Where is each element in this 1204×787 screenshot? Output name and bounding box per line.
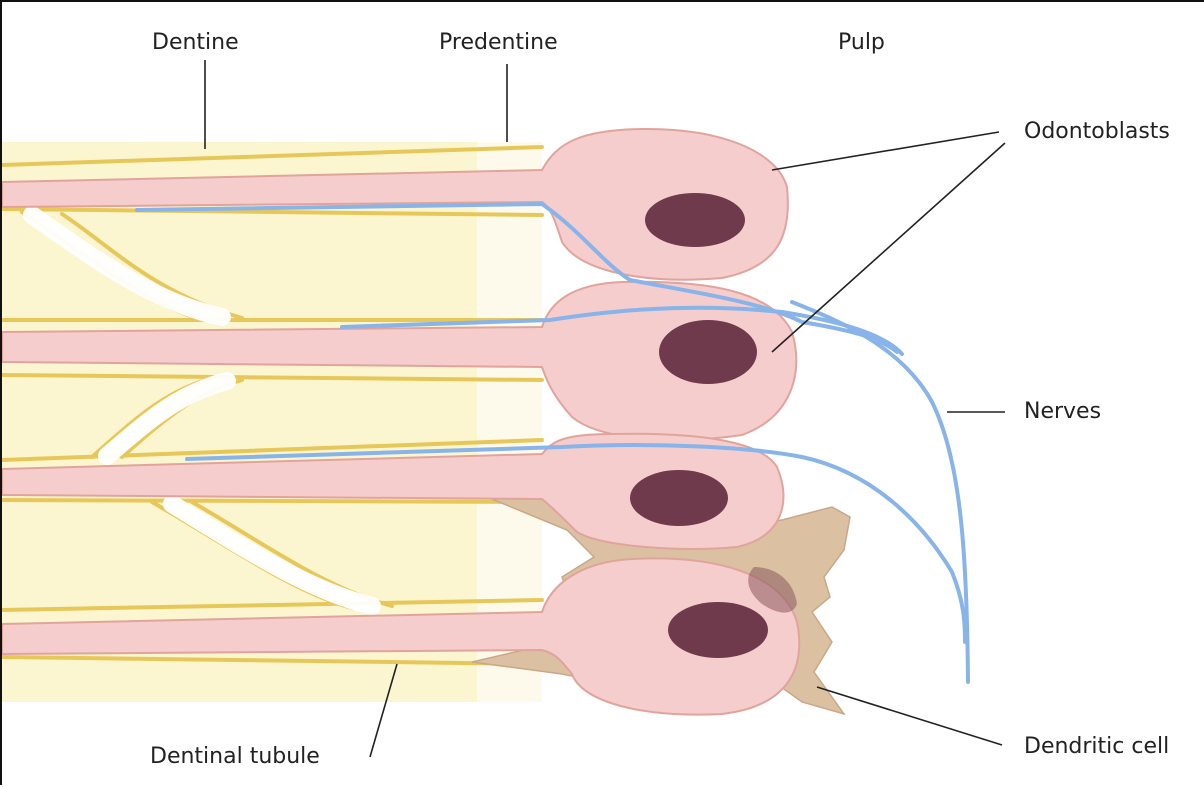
nucleus <box>645 193 745 247</box>
label-nerves: Nerves <box>1024 401 1101 423</box>
label-odontoblasts: Odontoblasts <box>1024 121 1170 143</box>
leader-odontoblast-2 <box>772 143 1005 352</box>
nucleus <box>659 320 757 384</box>
label-pulp: Pulp <box>838 32 885 54</box>
tubule-wall <box>2 500 542 502</box>
nucleus <box>668 602 768 658</box>
label-predentine: Predentine <box>439 32 558 54</box>
label-dentinal-tubule: Dentinal tubule <box>150 746 320 768</box>
label-dendritic-cell: Dendritic cell <box>1024 736 1169 758</box>
nucleus <box>630 470 728 526</box>
leader-dendritic-cell <box>817 687 1002 745</box>
leader-odontoblast-1 <box>772 132 999 170</box>
label-dentine: Dentine <box>152 32 239 54</box>
